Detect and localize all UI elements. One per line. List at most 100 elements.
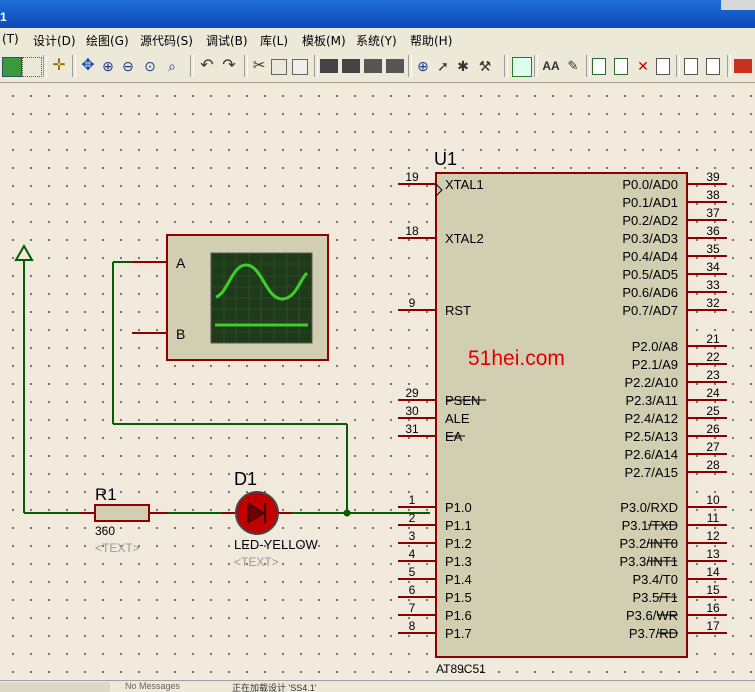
pin-name: P3.6/WR [626, 608, 678, 623]
r1-value-label: 360 [95, 524, 115, 538]
menu-item-template[interactable]: 模板(M) [302, 34, 346, 48]
pin-name: P3.0/RXD [620, 500, 678, 515]
pick-device-icon[interactable]: ⊕ [417, 58, 429, 74]
undo-icon[interactable]: ↶ [200, 57, 214, 74]
origin-icon[interactable]: ✛ [52, 57, 66, 74]
pin-number: 12 [706, 529, 720, 543]
pin-number: 23 [706, 368, 720, 382]
pin-name: P1.3 [445, 554, 472, 569]
pin-name: P2.7/A15 [625, 465, 679, 480]
redo-icon[interactable]: ↷ [222, 57, 236, 74]
pin-name: P0.3/AD3 [622, 231, 678, 246]
package-tool-icon[interactable]: ✱ [457, 58, 469, 74]
make-device-icon[interactable]: ➚ [437, 58, 449, 74]
menu-item-system[interactable]: 系统(Y) [356, 34, 397, 48]
menu-item-design[interactable]: 设计(D) [33, 34, 76, 48]
zoom-area-icon[interactable]: ⌕ [168, 58, 176, 74]
d1-ref-label: D1 [234, 469, 257, 489]
d1-text-placeholder: <TEXT> [234, 555, 279, 569]
status-message: 正在加载设计 'SS4.1' [232, 683, 317, 692]
pin-number: 5 [409, 565, 416, 579]
bom-icon[interactable] [684, 58, 698, 75]
pin-number: 24 [706, 386, 720, 400]
pin-number: 32 [706, 296, 720, 310]
pin-number: 4 [409, 547, 416, 561]
new-sheet-icon[interactable] [592, 58, 606, 75]
menu-item-debug[interactable]: 调试(B) [206, 34, 248, 48]
toolbar-separator [727, 55, 731, 77]
pin-number: 11 [707, 511, 720, 525]
block-copy-icon[interactable] [320, 59, 338, 73]
menu-item-source[interactable]: 源代码(S) [140, 34, 193, 48]
ares-icon[interactable] [734, 59, 752, 73]
copy-icon[interactable] [271, 59, 287, 75]
property-assign-icon[interactable]: ✎ [567, 58, 579, 73]
terminal-arrow-icon [14, 243, 34, 261]
pin-name: P3.5/T1 [632, 590, 678, 605]
menu-item-graph[interactable]: 绘图(G) [86, 34, 129, 48]
window-title: 1 [0, 10, 7, 24]
messages-count[interactable]: No Messages [125, 681, 181, 691]
pin-number: 18 [405, 224, 419, 238]
menu-item-help[interactable]: 帮助(H) [410, 34, 453, 48]
pin-name: P3.3/INT1 [619, 554, 678, 569]
menu-item-library[interactable]: 库(L) [260, 34, 289, 48]
block-move-icon[interactable] [342, 59, 360, 73]
pin-number: 36 [706, 224, 720, 238]
toolbar-separator [72, 55, 76, 77]
refresh-icon[interactable] [2, 57, 22, 77]
cut-icon[interactable]: ✂ [252, 57, 266, 74]
block-delete-icon[interactable] [386, 59, 404, 73]
zoom-in-icon[interactable]: ⊕ [102, 58, 114, 74]
goto-sheet-icon[interactable] [656, 58, 670, 75]
pin-number: 10 [706, 493, 720, 507]
pin-name: XTAL1 [445, 177, 484, 192]
zoom-out-icon[interactable]: ⊖ [122, 58, 134, 74]
r1-text-placeholder: <TEXT> [95, 541, 140, 555]
remove-sheet-icon[interactable]: ✕ [637, 58, 649, 74]
led-diode-icon [247, 502, 265, 524]
paste-icon[interactable] [292, 59, 308, 75]
block-rotate-icon[interactable] [364, 59, 382, 73]
animation-controls[interactable] [0, 682, 110, 692]
scope-channel-a-label: A [176, 255, 186, 271]
pin-number: 27 [706, 440, 720, 454]
pin-number: 15 [706, 583, 720, 597]
menu-item-tools[interactable]: (T) [2, 32, 19, 46]
search-tag-icon[interactable]: AA [542, 59, 560, 73]
resistor-r1[interactable] [94, 504, 150, 522]
toolbar-separator [504, 55, 508, 77]
pin-number: 6 [409, 583, 416, 597]
decompose-icon[interactable]: ⚒ [478, 58, 492, 74]
pin-number: 17 [706, 619, 720, 633]
pin-number: 19 [405, 170, 419, 184]
schematic-canvas[interactable]: R1 360 <TEXT> D1 LED-YELLOW <TEXT> A B [0, 83, 755, 680]
pin-number: 3 [409, 529, 416, 543]
clock-input-icon [435, 183, 443, 197]
add-sheet-icon[interactable] [614, 58, 628, 75]
mcu-u1[interactable] [435, 172, 688, 658]
zoom-all-icon[interactable]: ⊙ [144, 58, 156, 74]
toolbar-separator [43, 55, 47, 77]
pin-number: 22 [706, 350, 720, 364]
pin-name: EA [445, 429, 463, 444]
pin-name: P3.2/INT0 [619, 536, 678, 551]
pin-name: P0.7/AD7 [622, 303, 678, 318]
pin-name: P2.2/A10 [625, 375, 679, 390]
pin-name: P2.4/A12 [625, 411, 679, 426]
pan-icon[interactable]: ✥ [81, 57, 95, 74]
pin-number: 9 [409, 296, 416, 310]
schematic-drawing: R1 360 <TEXT> D1 LED-YELLOW <TEXT> A B [14, 149, 727, 676]
toolbar-separator [314, 55, 318, 77]
toolbar-separator [244, 55, 248, 77]
window-controls[interactable] [721, 0, 755, 10]
toolbar-separator [190, 55, 194, 77]
report-icon[interactable] [706, 58, 720, 75]
scope-grid [211, 253, 312, 343]
pin-number: 26 [706, 422, 720, 436]
wire-autorouter-icon[interactable] [512, 57, 532, 77]
grid-icon[interactable] [22, 57, 42, 77]
pin-name: P2.0/A8 [632, 339, 678, 354]
pin-name: P2.6/A14 [625, 447, 679, 462]
